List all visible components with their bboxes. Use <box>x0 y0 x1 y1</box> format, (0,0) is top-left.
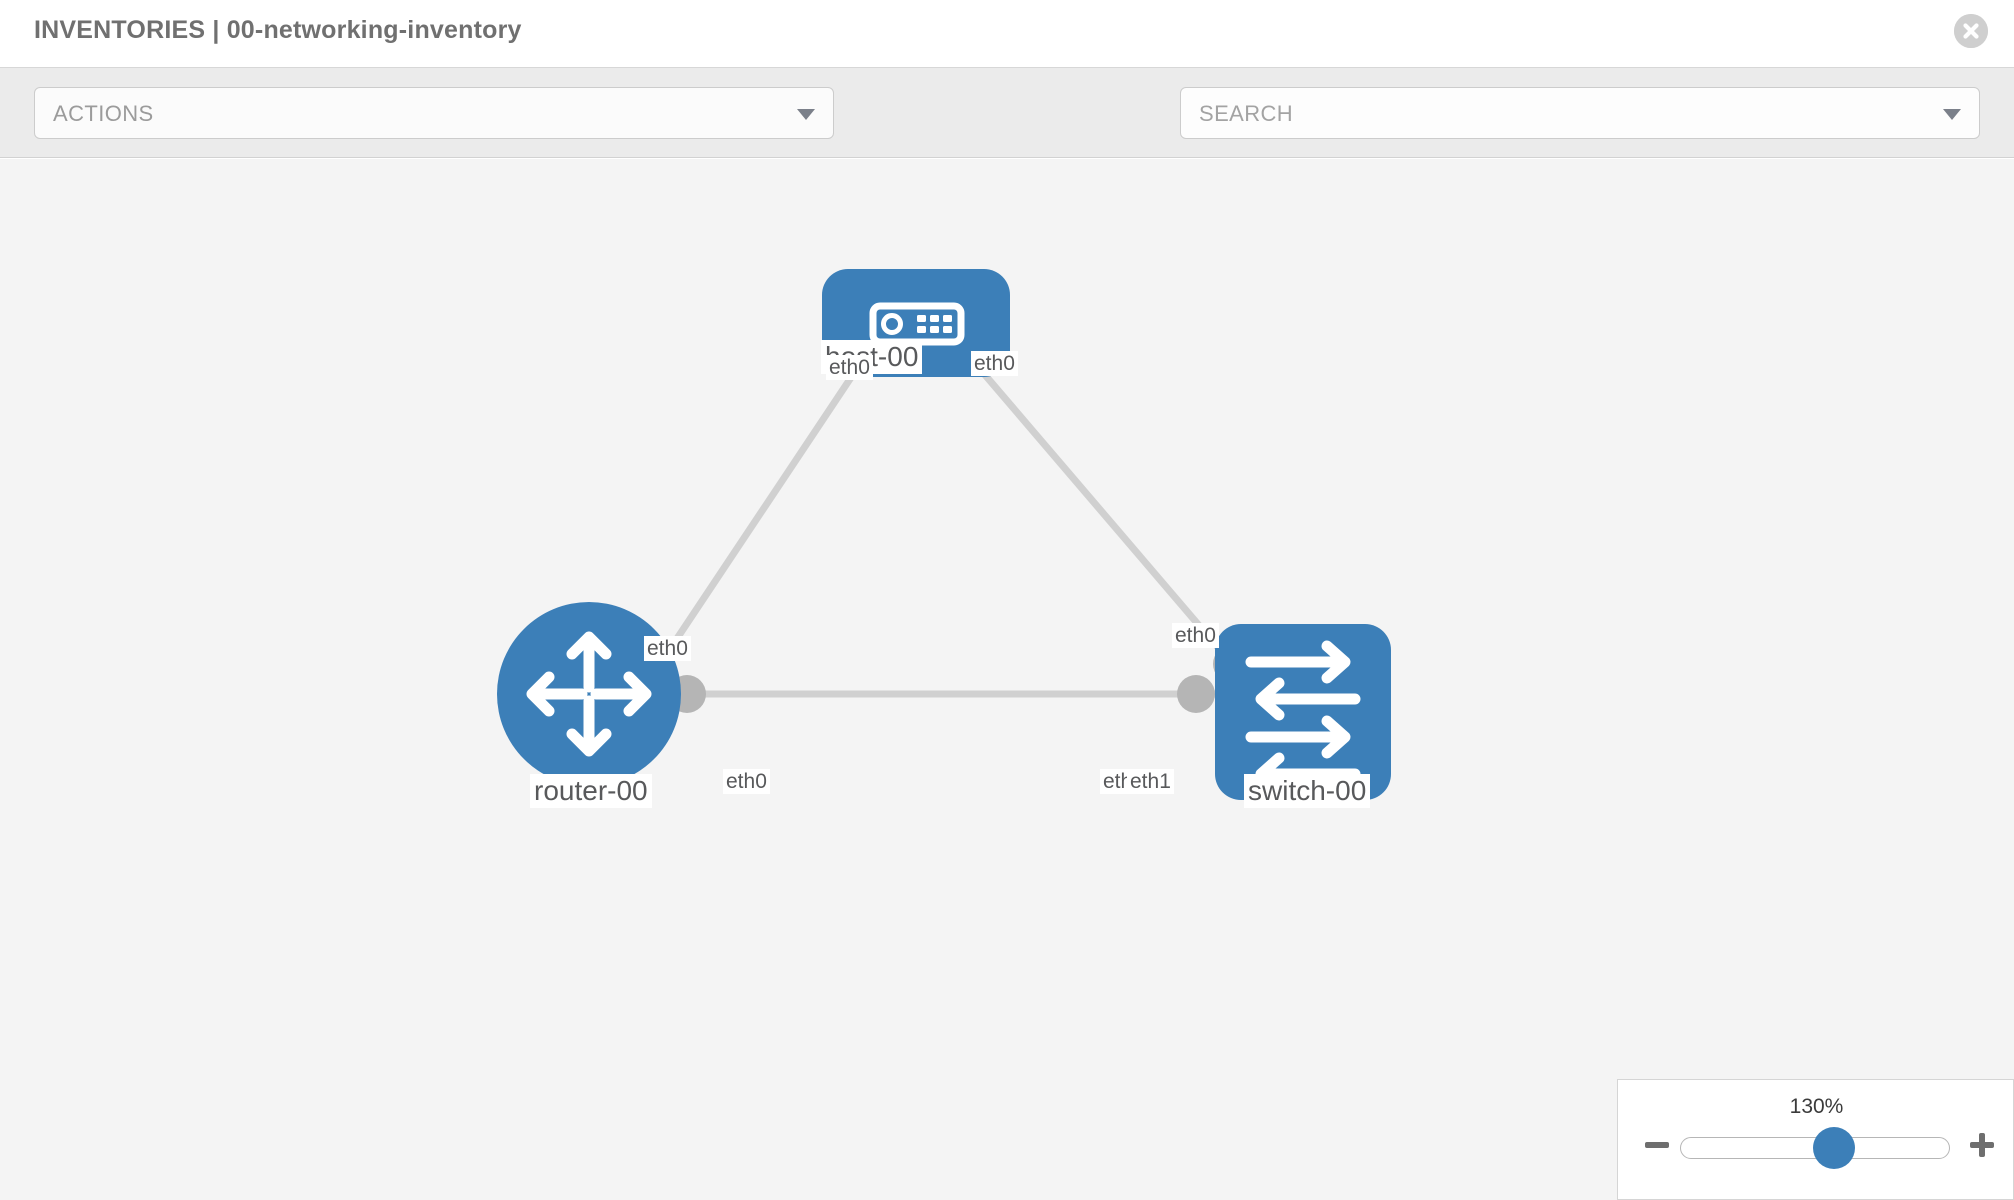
port-label: eth1 <box>1127 769 1174 794</box>
node-label-switch-00: switch-00 <box>1244 774 1371 808</box>
zoom-control-panel: 130% <box>1617 1079 2014 1200</box>
page-header: INVENTORIES | 00-networking-inventory <box>0 0 2014 68</box>
zoom-in-button[interactable] <box>1967 1130 1997 1160</box>
search-placeholder: SEARCH <box>1199 101 1294 126</box>
link-host-router <box>657 332 883 666</box>
page-title: INVENTORIES | 00-networking-inventory <box>34 16 522 44</box>
zoom-out-button[interactable] <box>1642 1130 1672 1160</box>
zoom-slider-thumb[interactable] <box>1813 1127 1855 1169</box>
router-arrows-icon <box>526 631 652 757</box>
actions-dropdown[interactable]: ACTIONS <box>34 87 834 139</box>
zoom-percent-label: 130% <box>1789 1095 1844 1118</box>
search-input[interactable]: SEARCH <box>1180 87 1980 139</box>
port-label: eth0 <box>644 636 691 661</box>
port-label: eth0 <box>971 351 1018 376</box>
actions-dropdown-label: ACTIONS <box>53 101 154 126</box>
close-icon[interactable] <box>1954 14 1988 48</box>
port-label: eth0 <box>1172 623 1219 648</box>
port-label: eth0 <box>826 355 873 380</box>
node-label-router-00: router-00 <box>530 774 652 808</box>
chevron-down-icon <box>797 109 815 120</box>
toolbar: ACTIONS SEARCH <box>0 68 2014 198</box>
node-router-00 <box>497 602 681 786</box>
topology-canvas[interactable]: host-00 router-00 switch-00 eth0 eth0 et… <box>0 159 2014 1200</box>
port-label: eth0 <box>723 769 770 794</box>
chevron-down-icon[interactable] <box>1943 109 1961 120</box>
link-host-switch <box>947 331 1235 667</box>
